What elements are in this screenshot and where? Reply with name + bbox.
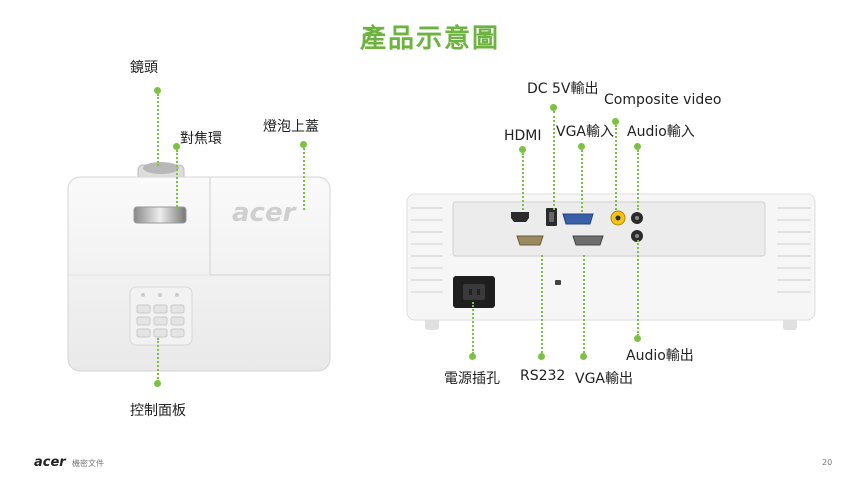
- label-focus-ring: 對焦環: [180, 131, 222, 147]
- leader-line-composite-video: [615, 125, 617, 210]
- label-audio-in: Audio輸入: [627, 124, 695, 140]
- label-power-socket: 電源插孔: [444, 371, 500, 387]
- projector-brand-text: acer: [232, 198, 296, 228]
- label-lamp-cover: 燈泡上蓋: [263, 119, 319, 135]
- label-vga-in: VGA輸入: [556, 124, 615, 140]
- projector-rear-view-image: [406, 193, 816, 330]
- projector-top-view-image: [67, 162, 331, 372]
- label-lens: 鏡頭: [130, 60, 158, 76]
- callout-dot-rs232: [538, 353, 545, 360]
- leader-line-lamp-cover: [303, 148, 305, 210]
- callout-dot-hdmi: [519, 146, 526, 153]
- label-composite-video: Composite video: [604, 92, 722, 108]
- leader-line-audio-out: [637, 240, 639, 336]
- label-dc5v-out: DC 5V輸出: [527, 81, 599, 97]
- callout-dot-dc5v-out: [550, 104, 557, 111]
- leader-line-dc5v-out: [553, 111, 555, 210]
- leader-line-vga-in: [581, 150, 583, 212]
- leader-line-power-socket: [472, 302, 474, 354]
- callout-dot-power-socket: [469, 353, 476, 360]
- callout-dot-audio-out: [634, 335, 641, 342]
- leader-line-control-panel: [157, 338, 159, 382]
- page-number: 20: [822, 458, 833, 467]
- callout-dot-vga-out: [580, 353, 587, 360]
- label-audio-out: Audio輸出: [626, 348, 694, 364]
- callout-dot-lamp-cover: [300, 141, 307, 148]
- leader-line-audio-in: [637, 150, 639, 210]
- label-vga-out: VGA輸出: [575, 371, 634, 387]
- callout-dot-lens: [154, 87, 161, 94]
- callout-dot-focus-ring: [173, 143, 180, 150]
- leader-line-lens: [157, 94, 159, 166]
- label-control-panel: 控制面板: [130, 403, 186, 419]
- leader-line-vga-out: [583, 255, 585, 353]
- callout-dot-audio-in: [634, 143, 641, 150]
- leader-line-rs232: [541, 255, 543, 353]
- callout-dot-vga-in: [578, 143, 585, 150]
- page-title: 產品示意圖: [359, 24, 500, 54]
- callout-dot-control-panel: [154, 380, 161, 387]
- footer-label: 機密文件: [72, 459, 104, 468]
- callout-dot-composite-video: [612, 118, 619, 125]
- label-rs232: RS232: [520, 368, 566, 384]
- label-hdmi: HDMI: [504, 128, 542, 144]
- footer-logo: acer: [34, 455, 66, 470]
- leader-line-hdmi: [522, 153, 524, 210]
- leader-line-focus-ring: [176, 150, 178, 210]
